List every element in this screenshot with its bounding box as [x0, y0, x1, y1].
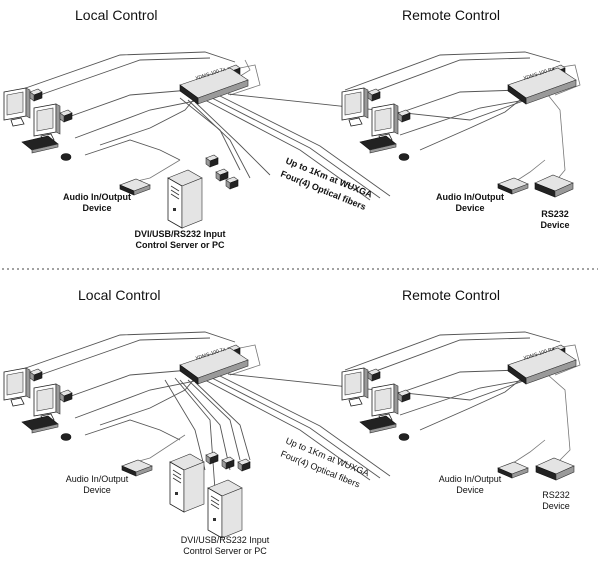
monitor-icon: [3, 367, 31, 407]
connector-icon: [29, 88, 43, 102]
server-label: DVI/USB/RS232 Input: [181, 535, 270, 545]
local-cables: [19, 331, 261, 491]
rx-unit: XDMS-100 Rx: [507, 66, 577, 105]
connector-icon: [59, 109, 73, 123]
tower-pc-icon: [167, 169, 203, 229]
connector-icon: [367, 88, 381, 102]
rs232-device-icon: [534, 174, 574, 198]
connector-icon: [367, 368, 381, 382]
monitor-icon: [3, 87, 31, 127]
audio-device-label-line2: Device: [82, 203, 111, 213]
remote-cables: [344, 51, 581, 189]
connector-icon: [397, 109, 411, 123]
tx-unit: XDMS-100 Tx: [179, 66, 249, 105]
mouse-icon: [60, 153, 72, 161]
mouse-icon: [398, 153, 410, 161]
audio-device-icon: [497, 461, 529, 479]
remote-audio-label-line2: Device: [456, 485, 484, 495]
connector-icon: [205, 154, 219, 168]
fiber-cables: [204, 93, 541, 201]
connector-icon: [237, 458, 251, 472]
fiber-cables: [204, 373, 541, 481]
connector-icon: [29, 368, 43, 382]
rs232-label-line2: Device: [540, 220, 569, 230]
server-label: DVI/USB/RS232 Input: [134, 229, 225, 239]
remote-audio-label-line2: Device: [455, 203, 484, 213]
tower-pc-icon: [207, 479, 243, 539]
mouse-icon: [60, 433, 72, 441]
rs232-label: RS232: [542, 490, 570, 500]
connector-icon: [221, 456, 235, 470]
rx-unit: XDMS-100 Rx: [507, 346, 577, 385]
connector-icon: [59, 389, 73, 403]
bottom-panel: Local Control Remote Control: [3, 287, 581, 556]
rs232-label-line2: Device: [542, 501, 570, 511]
rs232-device-icon: [535, 457, 575, 481]
connector-icon: [397, 389, 411, 403]
audio-device-label: Audio In/Output: [63, 192, 131, 202]
remote-control-title: Remote Control: [402, 287, 500, 303]
remote-control-title: Remote Control: [402, 7, 500, 23]
remote-audio-label: Audio In/Output: [439, 474, 502, 484]
monitor-icon: [341, 367, 369, 407]
top-panel: Local Control Remote Control: [3, 7, 581, 250]
local-control-title: Local Control: [78, 287, 161, 303]
audio-device-label: Audio In/Output: [66, 474, 129, 484]
tower-pc-icon: [169, 453, 205, 513]
remote-cables: [344, 331, 581, 466]
local-control-title: Local Control: [75, 7, 158, 23]
audio-device-label-line2: Device: [83, 485, 111, 495]
remote-audio-label: Audio In/Output: [436, 192, 504, 202]
server-label-line2: Control Server or PC: [183, 546, 267, 556]
connector-icon: [215, 168, 229, 182]
server-label-line2: Control Server or PC: [135, 240, 225, 250]
connector-icon: [225, 176, 239, 190]
mouse-icon: [398, 433, 410, 441]
monitor-icon: [341, 87, 369, 127]
connector-icon: [205, 451, 219, 465]
rs232-label: RS232: [541, 209, 569, 219]
